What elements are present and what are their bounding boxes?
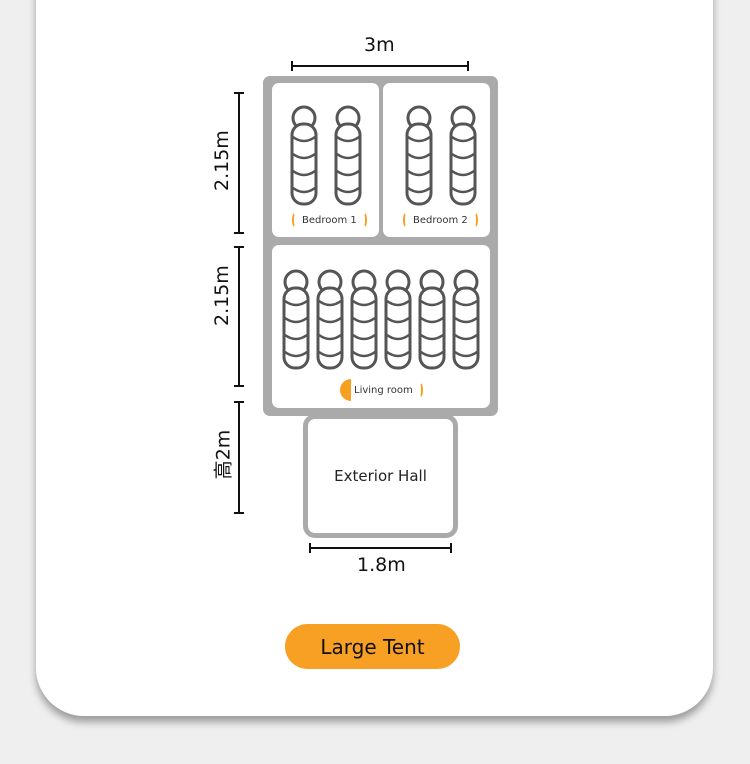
dimension-tick [291,61,293,71]
room-label-bedroom-2: Bedroom 2 [403,212,478,228]
sleeping-bag-icon [452,269,480,370]
room-label-living: Living room [340,379,423,401]
tent-floorplan: Bedroom 1 Bedroom 2 Living room [263,76,498,416]
orange-bracket-icon [292,212,298,228]
sleeping-bag-icon [449,105,477,206]
room-bedroom-2: Bedroom 2 [383,83,490,237]
dimension-line-hall [238,401,240,514]
room-name: Bedroom 2 [413,214,468,226]
sleeping-bag-icon [290,105,318,206]
dimension-height-hall: 高2m [212,429,235,480]
room-name: Living room [354,384,413,396]
room-exterior-hall: Exterior Hall [303,414,458,538]
sleeping-bag-icon [316,269,344,370]
sleeping-bag-icon [384,269,412,370]
sleeping-bag-icon [418,269,446,370]
orange-bracket-icon [417,382,423,398]
sleeping-bag-icon [405,105,433,206]
room-name: Bedroom 1 [302,214,357,226]
dimension-tick [234,232,244,234]
dimension-line-top [291,65,469,67]
sleeping-bag-icon [282,269,310,370]
dimension-tick [467,61,469,71]
large-tent-button[interactable]: Large Tent [285,624,460,669]
dimension-tick [234,246,244,248]
dimension-tick [234,385,244,387]
dimension-width-top: 3m [364,34,395,56]
dimension-line-bottom [309,547,452,549]
orange-bracket-icon [472,212,478,228]
orange-half-circle-icon [340,379,351,401]
dimension-tick [234,512,244,514]
room-bedroom-1: Bedroom 1 [272,83,379,237]
room-label-bedroom-1: Bedroom 1 [292,212,367,228]
dimension-line-living [238,246,240,387]
dimension-tick [309,543,311,553]
dimension-tick [450,543,452,553]
dimension-tick [234,401,244,403]
dimension-tick [234,92,244,94]
orange-bracket-icon [403,212,409,228]
sleeping-bag-icon [334,105,362,206]
room-name: Exterior Hall [334,467,427,485]
sleeping-bag-icon [350,269,378,370]
dimension-line-bedrooms [238,92,240,234]
orange-bracket-icon [361,212,367,228]
dimension-height-bedrooms: 2.15m [211,130,233,191]
dimension-height-living: 2.15m [211,265,233,326]
dimension-width-hall: 1.8m [357,554,406,576]
room-living: Living room [272,245,490,408]
